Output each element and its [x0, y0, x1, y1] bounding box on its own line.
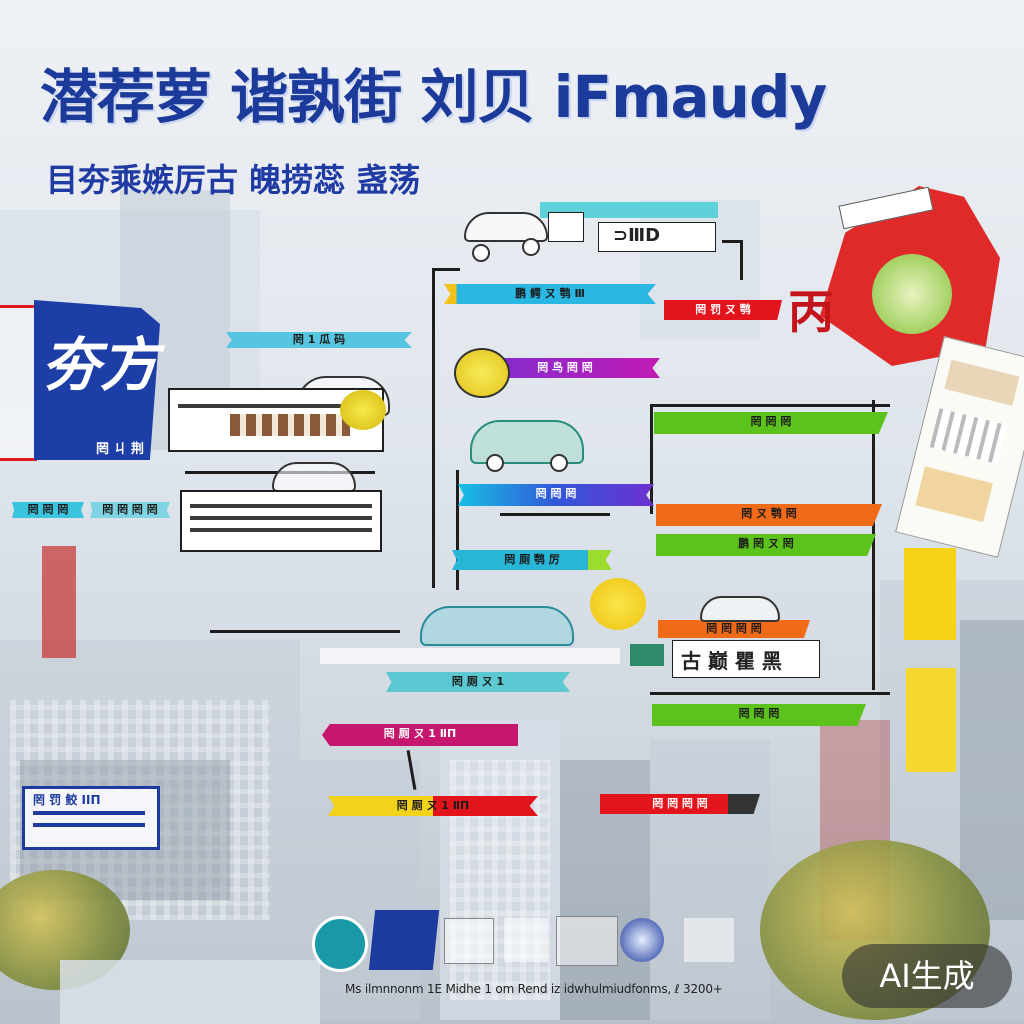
top-card-label: ⊃ⅢD [613, 225, 661, 246]
building-icon [504, 918, 548, 962]
ribbon-magenta: 罔 鸟 罔 罔 [470, 358, 660, 378]
ribbon-purple: 罔 罔 罔 [458, 484, 654, 506]
crowd-icon [444, 918, 494, 964]
bottom-left-card: 罔 罚 鲛 IIΠ [22, 786, 160, 850]
footer-caption: Ms ilmnnonm 1E Midhe 1 om Rend iz idwhul… [345, 982, 723, 996]
ribbon-green-3: 罔 罔 罔 [652, 704, 866, 726]
ribbon-cyan-left: 罔 1 瓜 码 [226, 332, 412, 348]
ai-generated-badge: AI生成 [842, 944, 1012, 1008]
yellow-flower-icon [556, 916, 618, 966]
page-title: 潜荐萝 谐孰街 刘贝 iFmaudy [40, 63, 827, 131]
right-panel-glyph: 丙 [788, 285, 834, 339]
top-small-card [548, 212, 584, 242]
ribbon-magenta-low: 罔 厕 ㄡ 1 ⅡΠ [322, 724, 518, 746]
yellow-banner-upper [904, 548, 956, 640]
blue-book-icon [368, 910, 440, 970]
ribbon-green-1: 罔 罔 罔 [654, 412, 888, 434]
center-sign-label: 古 巅 瞿 黑 [681, 649, 782, 673]
ribbon-orange-2: 罔 罔 罔 罔 [658, 620, 810, 638]
ribbon-yellow-red: 罔 厕 ㄡ 1 ⅡΠ [328, 796, 538, 816]
blue-globe-icon [620, 918, 664, 962]
ribbon-green-2: 鹏 罔 ㄡ 罔 [656, 534, 876, 556]
ribbon-teal-low: 罔 厕 ㄡ 1 [386, 672, 570, 692]
ribbon-red-low: 罔 罔 罔 罔 [600, 794, 760, 814]
teal-logo-icon [312, 916, 368, 972]
bottom-left-card-label: 罔 罚 鲛 IIΠ [33, 793, 101, 807]
ribbon-red-right: 罔 罚 ㄡ 鹗 [664, 300, 782, 320]
yellow-banner-lower [906, 668, 956, 772]
page-subtitle: 目夯乘嫉厉古 魄捞蕊 盏荡 [46, 161, 421, 199]
left-panel-glyph: 夯方 [42, 331, 159, 399]
top-info-card: ⊃ⅢD [598, 222, 716, 252]
ribbon-cyan-small: 罔 罔 罔 [12, 502, 84, 518]
ribbon-cyan-center: 罔 厕 鹗 厉 [452, 550, 612, 570]
people-icon [684, 918, 734, 962]
ribbon-orange-1: 罔 ㄡ 鹗 罔 [656, 504, 882, 526]
ribbon-cyan-top: 鹏 鳄 ㄡ 鹗 Ⅲ [444, 284, 656, 304]
ribbon-cyan-mid: 罔 罔 罔 罔 [90, 502, 170, 518]
left-panel-label: 罔 ㄐ 荆 [96, 442, 145, 457]
red-pole-left [42, 546, 76, 658]
